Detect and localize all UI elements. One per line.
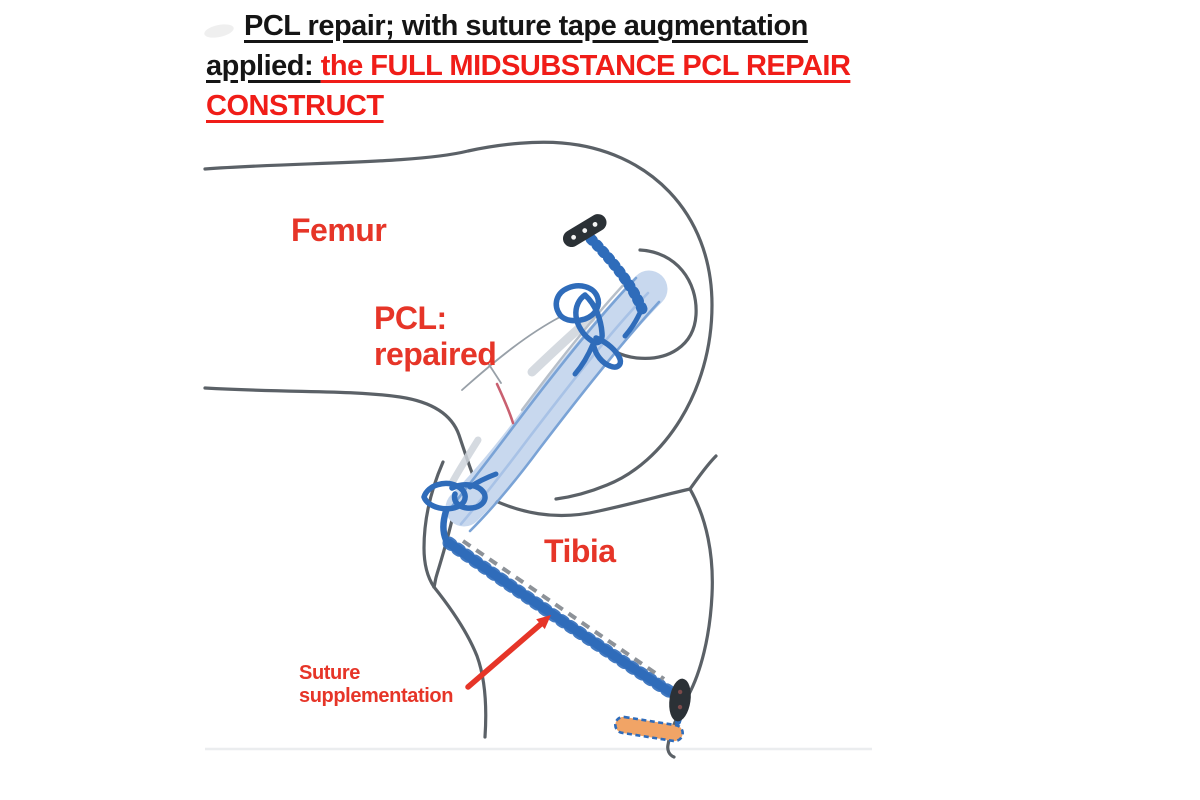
tibial-button-body bbox=[669, 678, 691, 722]
tibial-plateau-outline bbox=[479, 487, 692, 518]
repair-site-mark bbox=[495, 382, 515, 425]
femoral-button-hole bbox=[571, 234, 576, 240]
pointer-arrow bbox=[465, 615, 551, 690]
tibial-cortical-button bbox=[669, 678, 691, 722]
title-line3-red-text: CONSTRUCT bbox=[206, 90, 384, 122]
femoral-fixation bbox=[553, 214, 648, 377]
title-line-2: applied: the FULL MIDSUBSTANCE PCL REPAI… bbox=[206, 46, 996, 86]
pcl-repaired-label: PCL: repaired bbox=[374, 300, 497, 372]
tibial-cinch-loop-left bbox=[421, 480, 468, 512]
suture-tape bbox=[440, 507, 685, 725]
tibial-cinch-link bbox=[467, 471, 499, 490]
tibia-anterior-outline-lower bbox=[432, 585, 488, 739]
title-line1-text: PCL repair; with suture tape augmentatio… bbox=[244, 10, 808, 42]
femur-shaft-bottom-outline bbox=[203, 386, 483, 496]
pcl-label-line2: repaired bbox=[374, 336, 497, 372]
arrow-shaft bbox=[465, 621, 544, 690]
suture-label-line1: Suture bbox=[299, 662, 360, 684]
pcl-anterior-edge-sketch-line bbox=[461, 316, 561, 391]
tibial-button-hole bbox=[677, 704, 683, 710]
graft-tape-lower-gray bbox=[448, 436, 482, 487]
arrow-head bbox=[536, 615, 551, 630]
suture-label-line2: supplementation bbox=[299, 685, 454, 707]
suture-tape-diagonal bbox=[444, 538, 683, 702]
pcl-fiber-3 bbox=[468, 300, 661, 533]
tibial-fixation bbox=[614, 678, 691, 743]
suture-tape-vertical bbox=[440, 507, 450, 544]
title-line-3: CONSTRUCT bbox=[206, 86, 996, 126]
tibia-label: Tibia bbox=[544, 533, 616, 569]
femoral-cinch-stitch bbox=[553, 283, 645, 377]
tibia-label-text: Tibia bbox=[544, 533, 616, 569]
femoral-button-hole bbox=[582, 228, 588, 233]
tibial-cinch-stitch bbox=[421, 471, 499, 512]
title-line-1: PCL repair; with suture tape augmentatio… bbox=[206, 6, 996, 46]
pcl-fiber-1 bbox=[448, 276, 638, 511]
femoral-cinch-tail bbox=[572, 341, 596, 377]
femoral-button-hole bbox=[592, 221, 598, 227]
femoral-cortical-button bbox=[562, 214, 607, 248]
repaired-leader-line bbox=[487, 362, 502, 384]
femoral-cinch-edge-strand bbox=[622, 305, 645, 339]
pcl-label-line1: PCL: bbox=[374, 300, 447, 336]
tibial-button-hole bbox=[677, 689, 683, 695]
pcl-fiber-gray bbox=[520, 278, 630, 412]
scan-smudge bbox=[204, 24, 234, 38]
orange-anchor-body bbox=[614, 715, 684, 743]
suture-post bbox=[587, 235, 646, 313]
femur-shaft-top-outline bbox=[203, 140, 714, 501]
title-line2-black-text: applied: bbox=[206, 50, 321, 82]
graft-tape-upper-gray bbox=[527, 313, 596, 377]
femur-label: Femur bbox=[291, 212, 387, 248]
orange-anchor bbox=[614, 715, 684, 743]
posterior-joint-corner-line bbox=[688, 454, 718, 491]
femoral-cinch-lower-loop bbox=[591, 335, 624, 370]
slide-title: PCL repair; with suture tape augmentatio… bbox=[206, 6, 996, 126]
suture-supplementation-label: Suture supplementation bbox=[299, 662, 453, 708]
femur-label-text: Femur bbox=[291, 212, 387, 248]
femoral-cinch-teardrop-loop bbox=[573, 292, 605, 346]
pcl-ligament-band bbox=[445, 270, 668, 527]
title-line2-red-text: the FULL MIDSUBSTANCE PCL REPAIR bbox=[320, 50, 851, 82]
tibial-tunnel-dashed-line bbox=[461, 539, 666, 681]
tibia-posterior-outline bbox=[666, 487, 714, 759]
